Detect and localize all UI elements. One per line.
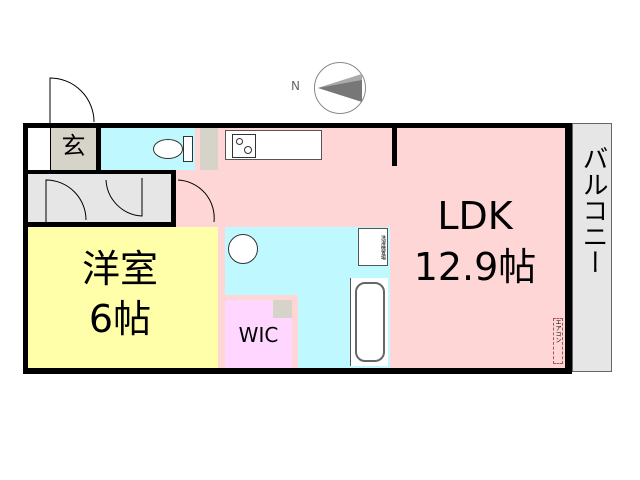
compass-arrow-icon <box>318 74 362 102</box>
door-swing-icon <box>45 178 143 222</box>
storage <box>200 128 218 170</box>
balcony-label: バルコニー <box>578 145 608 275</box>
entrance-label: 玄 <box>61 132 86 160</box>
ldk-partition <box>392 128 397 166</box>
bathtub-icon <box>350 278 388 366</box>
aircon-marker: エアコン <box>553 318 563 364</box>
entrance-side <box>28 128 50 170</box>
kitchen-counter <box>225 130 322 160</box>
western-room <box>28 227 218 368</box>
toilet-room <box>101 128 195 170</box>
western-room-name: 洋室 <box>81 247 158 291</box>
entrance <box>51 128 96 170</box>
toilet-icon <box>153 139 183 159</box>
entrance-door-icon <box>49 77 95 124</box>
wic-label: WIC <box>238 323 279 347</box>
washer-space: 洗濯機置場 <box>358 228 388 266</box>
compass <box>314 62 366 114</box>
compass-north-label: N <box>291 79 300 93</box>
balcony <box>572 123 612 372</box>
hallway <box>28 174 171 222</box>
western-room-size: 6帖 <box>88 297 152 341</box>
ldk-name: LDK <box>437 194 513 238</box>
pipe-space <box>273 300 292 318</box>
washbasin-icon <box>228 234 258 264</box>
ldk-door-swing-icon <box>177 179 215 223</box>
stove-icon <box>232 134 256 158</box>
ldk-size: 12.9帖 <box>413 245 537 289</box>
